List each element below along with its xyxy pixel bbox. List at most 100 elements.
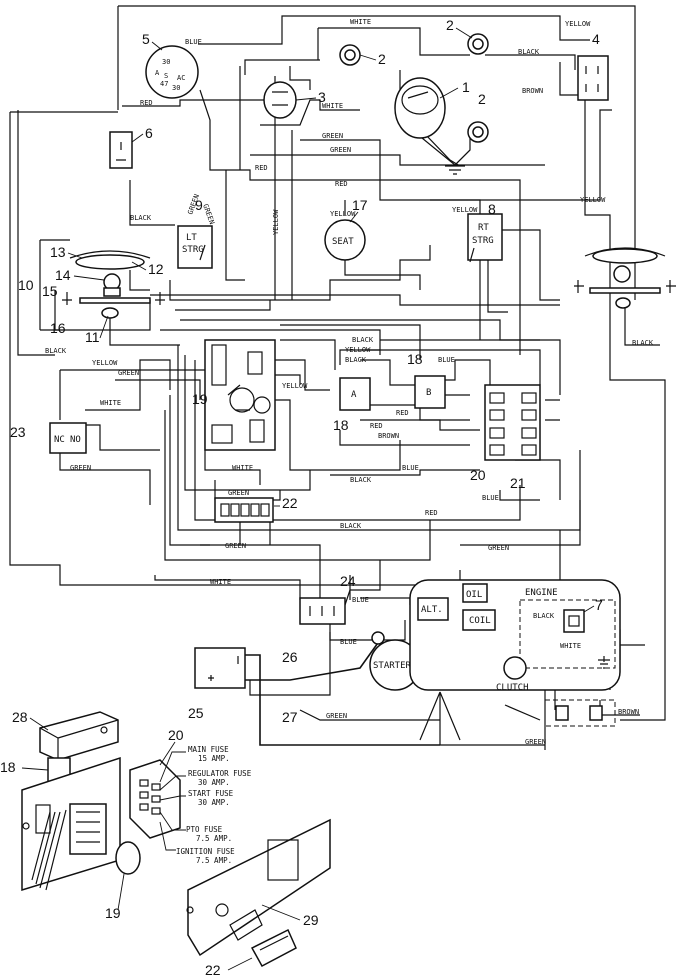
callout-12: 12 [148,261,164,277]
callout-1: 1 [462,79,470,95]
wire-label: YELLOW [272,209,280,235]
fuse-regulator-name: REGULATOR FUSE [188,769,252,778]
callout-16: 16 [50,320,66,336]
wire-label: BLUE [185,38,202,46]
exploded-panel-view [21,711,331,971]
wire-label: WHITE [100,399,121,407]
callout-17: 17 [352,197,368,213]
wire-label: YELLOW [452,206,478,214]
wire-label: BLUE [438,356,455,364]
wire-label: BLACK [350,476,372,484]
ignition-terminal-30b: 30 [172,84,180,92]
wire-label: YELLOW [580,196,606,204]
wire-label: BLUE [402,464,419,472]
callout-27: 27 [282,709,298,725]
ignition-terminal-s: S [164,72,168,80]
wire-label: BROWN [618,708,639,716]
wire-label: YELLOW [345,346,371,354]
callout-9: 9 [195,197,203,213]
callout-26: 26 [282,649,298,665]
wire-label: GREEN [326,712,347,720]
relay-b-label: B [426,388,431,398]
wire-label: BROWN [378,432,399,440]
ignition-terminal-47: 47 [160,80,168,88]
starter: STARTER [369,631,421,691]
wire-label: GREEN [118,369,139,377]
callout-4: 4 [592,31,600,47]
lt-strg-label-1: LT [186,233,197,243]
rt-strg-switch: RT STRG [467,213,503,263]
wire-label: WHITE [232,464,253,472]
callout-22: 22 [205,962,221,978]
wire-label: GREEN [488,544,509,552]
wire-label: BLUE [482,494,499,502]
clutch-connector [544,699,616,727]
fuse-start-rating: 30 AMP. [198,798,230,807]
callout-18: 18 [0,759,16,775]
relay-a: A [339,377,371,411]
connector-22 [214,497,274,523]
wire-label: GREEN [330,146,351,154]
callout-18: 18 [333,417,349,433]
headlamp-right [574,247,676,309]
wire-label: GREEN [225,542,246,550]
fuse-regulator-rating: 30 AMP. [198,778,230,787]
callout-13: 13 [50,244,66,260]
wire-label: BLACK [340,522,362,530]
callout-29: 29 [303,912,319,928]
rt-strg-label-1: RT [478,223,489,233]
wire-label: RED [335,180,348,188]
callout-8: 8 [488,201,496,217]
wire-label: WHITE [322,102,343,110]
callout-3: 3 [318,89,326,105]
wire-label: GREEN [70,464,91,472]
starter-label: STARTER [373,661,412,671]
lt-strg-switch: LT STRG [177,225,213,269]
fuse-main-name: MAIN FUSE [188,745,229,754]
wire-label: BLACK [518,48,540,56]
indicator-lamp-2c [467,121,489,143]
fuse-pto-name: PTO FUSE [186,825,223,834]
wire-label: GREEN [525,738,546,746]
callout-7: 7 [595,597,603,613]
switch-23: NC NO [49,422,87,454]
switch-no-label: NO [70,435,81,445]
rt-strg-label-2: STRG [472,236,494,246]
callout-25: 25 [188,705,204,721]
fuse-ignition-rating: 7.5 AMP. [196,856,232,865]
wire-label: BLACK [632,339,654,347]
indicator-lamp-3 [263,81,297,119]
seat-switch: SEAT [324,219,366,261]
wire-label: WHITE [560,642,581,650]
gauge-1 [394,77,446,139]
wire-label: WHITE [210,578,231,586]
callout-2: 2 [446,17,454,33]
wire-label: BLACK [352,336,374,344]
callout-14: 14 [55,267,71,283]
switch-nc-label: NC [54,435,65,445]
ignition-switch: 30 A AC 47 30 S [145,45,199,99]
wire-label: RED [425,509,438,517]
fuse-ignition-name: IGNITION FUSE [176,847,235,856]
callout-22: 22 [282,495,298,511]
fuse-pto-rating: 7.5 AMP. [196,834,232,843]
wire-label: RED [255,164,268,172]
connector-4 [577,55,609,101]
wire-label: YELLOW [565,20,591,28]
callout-6: 6 [145,125,153,141]
fuse-start-name: START FUSE [188,789,234,798]
coil-label: COIL [469,616,491,626]
oil-label: OIL [466,590,482,600]
engine-label: ENGINE [525,588,558,598]
clutch-label: CLUTCH [496,683,529,693]
callout-18: 18 [407,351,423,367]
wire-label: BLUE [352,596,369,604]
headlamp-left [62,250,165,319]
wire-labels: BLUE WHITE BLACK YELLOW BROWN RED WHITE … [45,18,654,746]
callout-21: 21 [510,475,526,491]
callout-2: 2 [478,91,486,107]
indicator-lamp-2a [339,44,361,66]
wire-label: BLACK [533,612,555,620]
ignition-terminal-a: A [155,69,160,77]
